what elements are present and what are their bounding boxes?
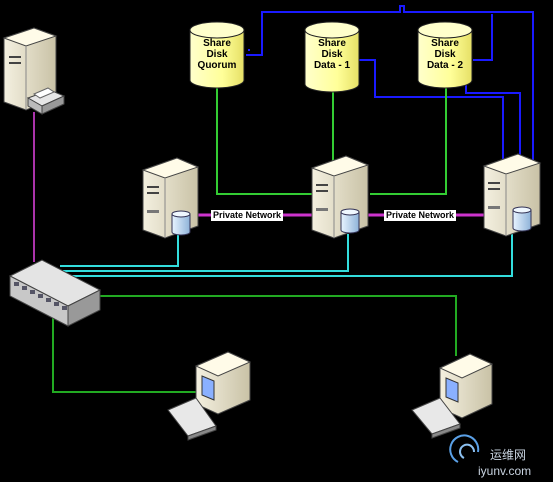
management-server[interactable] xyxy=(2,27,58,111)
disk-label-line: Data - 1 xyxy=(313,60,351,71)
disk-label-line: Share xyxy=(431,38,459,49)
disk-label-line: Disk xyxy=(321,49,343,60)
disk-label-data-1: Share Disk Data - 1 xyxy=(302,38,362,71)
cluster-node-3[interactable] xyxy=(482,153,542,237)
disk-label-line: Share xyxy=(318,38,346,49)
shared-disk-data-2[interactable] xyxy=(417,21,473,89)
watermark-url: iyunv.com xyxy=(478,464,532,478)
disk-label-data-2: Share Disk Data - 2 xyxy=(415,38,475,71)
shared-disk-data-1[interactable] xyxy=(304,21,360,93)
storage-links xyxy=(216,88,447,195)
private-network-label-right: Private Network xyxy=(384,210,457,221)
cluster-node-2-disk-icon xyxy=(340,208,360,234)
fiber-links xyxy=(246,5,534,170)
disk-label-line: Disk xyxy=(434,49,456,60)
private-network-label-left: Private Network xyxy=(211,210,284,221)
disk-label-line: Disk xyxy=(206,49,228,60)
watermark-cn: 运维网 xyxy=(490,448,527,462)
disk-label-line: Quorum xyxy=(197,60,237,71)
public-links xyxy=(60,232,513,277)
cluster-node-1-disk-icon xyxy=(171,210,191,236)
workstation-right[interactable] xyxy=(411,353,494,439)
cluster-node-2[interactable] xyxy=(310,155,370,239)
workstation-left[interactable] xyxy=(167,351,252,441)
printer-icon[interactable] xyxy=(26,87,66,115)
network-switch[interactable] xyxy=(8,259,102,327)
watermark-logo xyxy=(449,434,480,463)
shared-disk-quorum[interactable] xyxy=(189,21,245,89)
disk-label-line: Share xyxy=(203,38,231,49)
lan-links xyxy=(52,295,457,393)
disk-label-line: Data - 2 xyxy=(426,60,464,71)
disk-label-quorum: Share Disk Quorum xyxy=(187,38,247,71)
cluster-node-3-disk-icon xyxy=(512,206,532,232)
